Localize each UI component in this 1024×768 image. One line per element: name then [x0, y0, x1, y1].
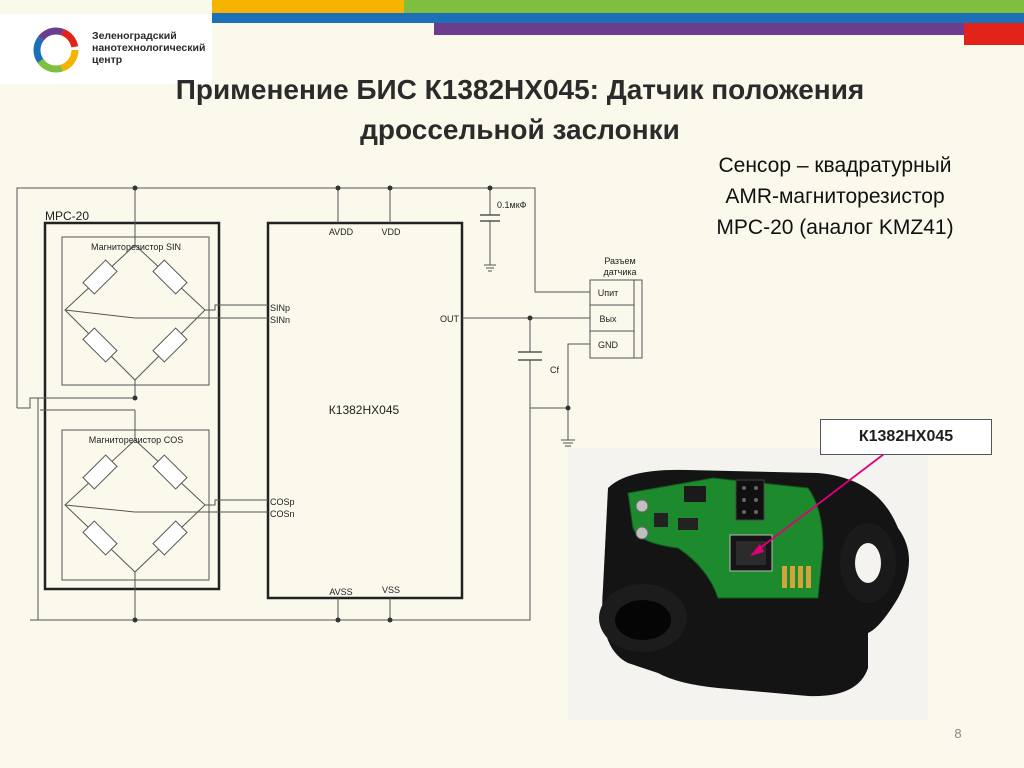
logo-line-1: Зеленоградский — [92, 30, 177, 42]
pin-avss: AVSS — [329, 587, 352, 597]
pin-vdd: VDD — [381, 227, 401, 237]
logo-line-2: нанотехнологический — [92, 42, 206, 54]
logo-text: Зеленоградский нанотехнологический центр — [92, 30, 212, 66]
resistor-cos-1 — [82, 454, 118, 490]
resistor-cos-2 — [152, 454, 188, 490]
cap-supply-label: 0.1мкФ — [497, 200, 527, 210]
connector-pin-3: GND — [598, 340, 619, 350]
logo-ring-icon — [33, 27, 79, 73]
title-line-2: дроссельной заслонки — [360, 114, 680, 145]
subtitle-line-3: MPC-20 (аналог KMZ41) — [716, 216, 954, 239]
cap-filter-label: Cf — [550, 365, 559, 375]
logo-line-3: центр — [92, 54, 123, 66]
pin-avdd: AVDD — [329, 227, 354, 237]
stripe-blue — [212, 13, 1024, 23]
ic-body — [266, 221, 464, 600]
stripe-red — [964, 23, 1024, 45]
mpc20-label: MPC-20 — [45, 209, 89, 223]
sin-bridge-box — [61, 236, 210, 386]
sin-bridge-label: Магниторезистор SIN — [91, 242, 181, 252]
pin-sinp: SINp — [270, 303, 290, 313]
stripe-orange — [212, 0, 404, 13]
resistor-cos-3 — [82, 520, 118, 556]
connector-title-1: Разъем — [604, 256, 635, 266]
resistor-sin-3 — [82, 327, 118, 363]
sensor-photo — [568, 448, 928, 720]
mpc20-package — [43, 221, 221, 591]
pin-cosp: COSp — [270, 497, 295, 507]
stripe-purple — [434, 23, 964, 35]
sensor-connector — [589, 279, 643, 359]
connector-pin-2: Вых — [600, 314, 617, 324]
connector-title-2: датчика — [603, 267, 636, 277]
subtitle-line-1: Сенсор – квадратурный — [718, 154, 952, 177]
title-line-1: Применение БИС К1382НХ045: Датчик положе… — [175, 74, 865, 105]
pin-vss: VSS — [382, 585, 400, 595]
pin-cosn: COSn — [270, 509, 295, 519]
page-number: 8 — [954, 726, 962, 741]
cos-bridge-diamond — [64, 439, 206, 573]
cos-bridge-label: Магниторезистор COS — [89, 435, 183, 445]
chip-callout-label: К1382НХ045 — [820, 419, 992, 455]
pin-out: OUT — [440, 314, 460, 324]
page-title: Применение БИС К1382НХ045: Датчик положе… — [70, 70, 970, 150]
ic-label: К1382НХ045 — [329, 403, 400, 417]
ground-rail — [30, 408, 531, 621]
resistor-sin-2 — [152, 259, 188, 295]
resistor-sin-1 — [82, 259, 118, 295]
connector-pin-1: Uпит — [598, 288, 619, 298]
sensor-description: Сенсор – квадратурный AMR-магниторезисто… — [660, 150, 1010, 243]
pin-sinn: SINn — [270, 315, 290, 325]
stripe-green — [404, 0, 1024, 13]
resistor-sin-4 — [152, 327, 188, 363]
supply-rail — [16, 187, 590, 408]
subtitle-line-2: AMR-магниторезистор — [725, 185, 945, 208]
cos-bridge-box — [61, 429, 210, 581]
resistor-cos-4 — [152, 520, 188, 556]
logo: Зеленоградский нанотехнологический центр — [0, 14, 212, 84]
